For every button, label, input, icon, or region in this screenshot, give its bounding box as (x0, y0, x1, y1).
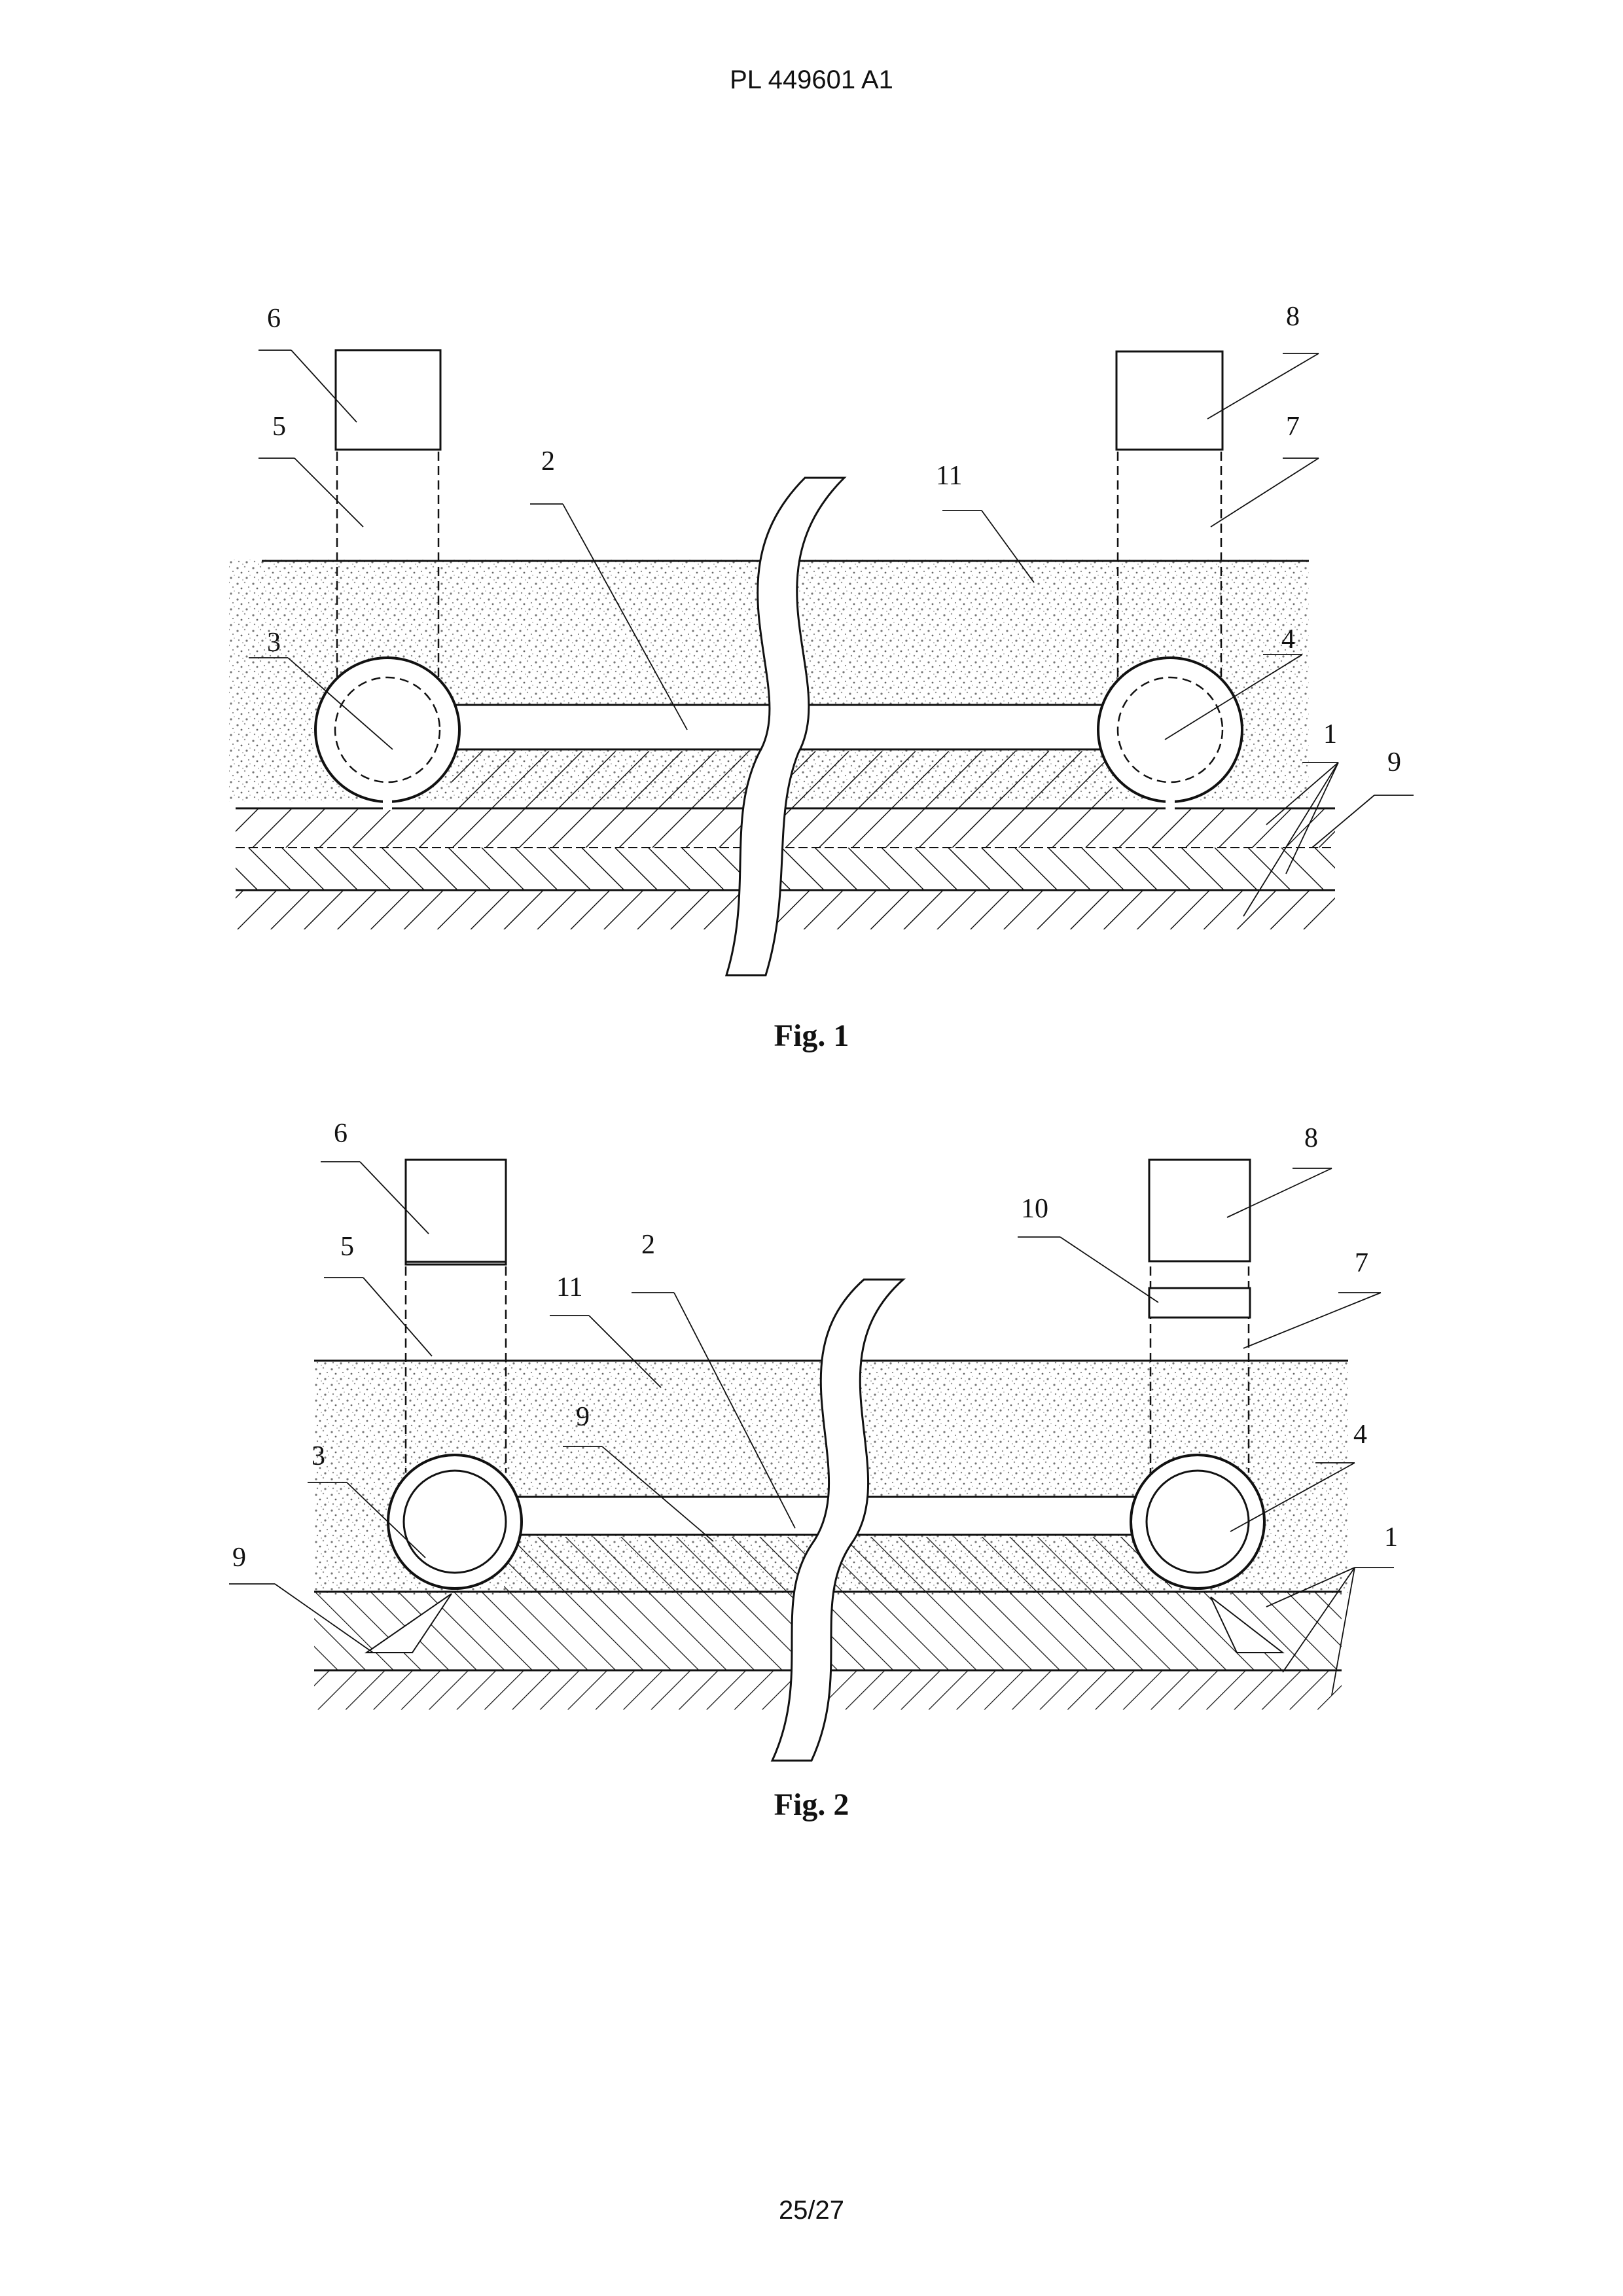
label-2: 2 (641, 1230, 655, 1260)
label-6: 6 (267, 304, 281, 334)
label-4: 4 (1281, 624, 1295, 655)
chamber-3 (315, 658, 459, 802)
label-3: 3 (312, 1441, 325, 1471)
label-5: 5 (272, 412, 286, 442)
label-9: 9 (1387, 747, 1401, 778)
chamber-3 (388, 1455, 522, 1588)
page-header: PL 449601 A1 (0, 65, 1623, 95)
rock-layer-lower (236, 890, 1335, 929)
label-11: 11 (936, 461, 962, 491)
label-8: 8 (1304, 1123, 1318, 1153)
label-7: 7 (1355, 1248, 1368, 1278)
wellhead-8 (1116, 351, 1222, 450)
figure-2-caption: Fig. 2 (0, 1787, 1623, 1823)
label-6: 6 (334, 1119, 348, 1149)
label-3: 3 (267, 628, 281, 658)
figure-1-caption: Fig. 1 (0, 1018, 1623, 1054)
element-10 (1149, 1288, 1250, 1318)
label-9-left: 9 (232, 1543, 246, 1573)
figure-2-drawing: 6 5 11 2 9 10 8 7 3 4 1 9 (0, 1067, 1623, 1780)
label-1: 1 (1384, 1522, 1398, 1552)
label-8: 8 (1286, 302, 1300, 332)
label-11: 11 (556, 1272, 582, 1302)
wellhead-6 (406, 1160, 506, 1265)
chamber-4 (1131, 1455, 1264, 1588)
page-number: 25/27 (0, 2196, 1623, 2225)
label-2: 2 (541, 446, 555, 476)
label-1: 1 (1323, 719, 1337, 749)
chamber-4 (1098, 658, 1242, 802)
label-9-channel: 9 (576, 1402, 590, 1432)
rock-layer-middle (236, 848, 1335, 890)
label-7: 7 (1286, 412, 1300, 442)
label-5: 5 (340, 1232, 354, 1262)
label-4: 4 (1353, 1420, 1367, 1450)
figure-1-drawing: 6 5 2 11 8 7 3 4 1 9 (0, 262, 1623, 1001)
wellhead-6 (336, 350, 440, 450)
label-10: 10 (1021, 1194, 1048, 1224)
wellhead-8 (1149, 1160, 1250, 1261)
